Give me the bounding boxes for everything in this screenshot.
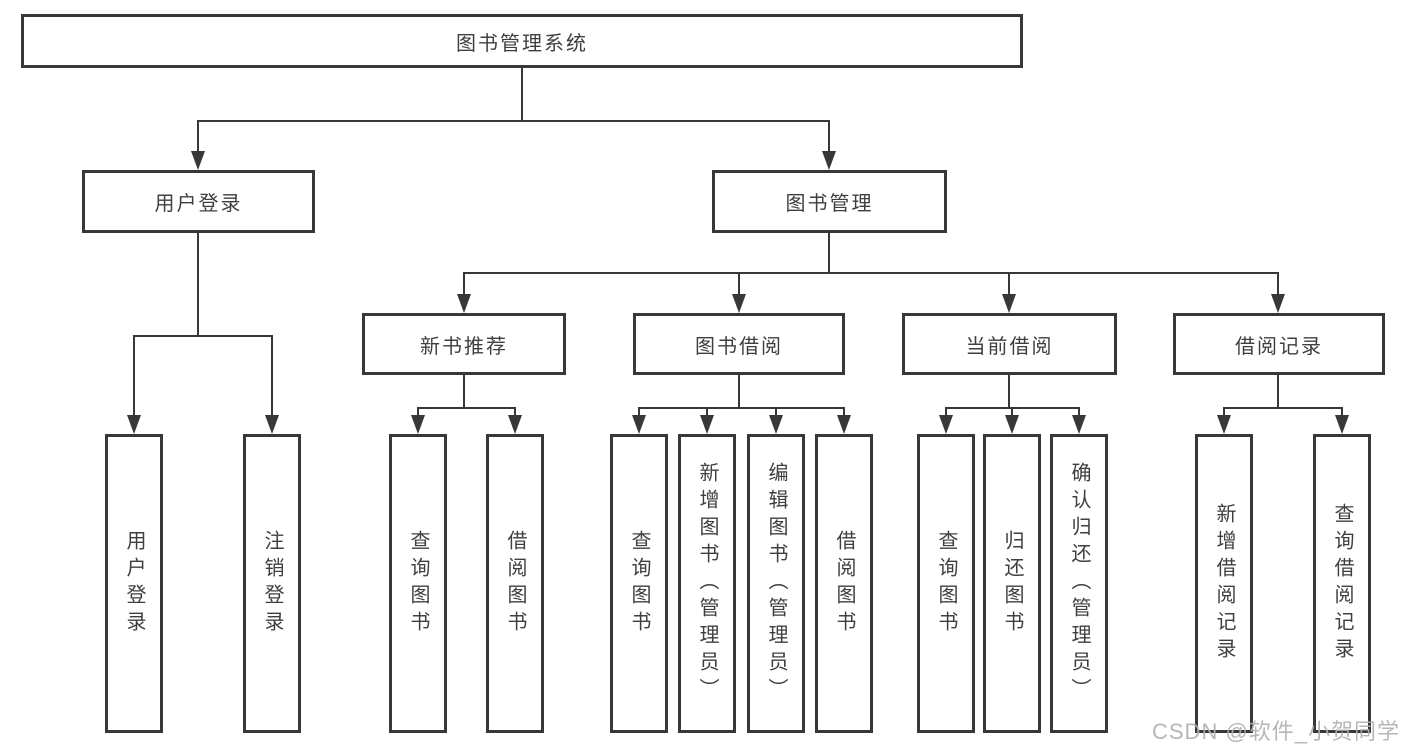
node-user-login: 用户登录 xyxy=(82,170,315,233)
connector-line xyxy=(1224,407,1343,409)
leaf-label: 确认归还（管理员） xyxy=(1068,462,1090,705)
connector-line xyxy=(417,407,419,417)
leaf-add-borrow-record: 新增借阅记录 xyxy=(1195,434,1253,733)
node-label: 当前借阅 xyxy=(965,335,1054,358)
connector-line xyxy=(639,407,845,409)
node-label: 用户登录 xyxy=(154,193,243,215)
watermark: CSDN @软件_小贺同学 xyxy=(1152,719,1401,744)
arrow-down-icon xyxy=(769,415,783,434)
connector-line xyxy=(738,272,740,296)
connector-line xyxy=(463,272,465,296)
connector-line xyxy=(197,120,199,153)
leaf-return-books: 归还图书 xyxy=(983,434,1041,733)
connector-line xyxy=(133,335,135,415)
connector-line xyxy=(1011,407,1013,417)
leaf-label: 用户登录 xyxy=(123,529,145,638)
node-label: 图书借阅 xyxy=(695,335,783,358)
leaf-edit-books-admin: 编辑图书（管理员） xyxy=(747,434,805,733)
connector-line xyxy=(775,407,777,417)
arrow-down-icon xyxy=(265,415,279,434)
leaf-query-borrow-records: 查询借阅记录 xyxy=(1313,434,1371,733)
leaf-label: 归还图书 xyxy=(1001,529,1023,638)
leaf-query-books: 查询图书 xyxy=(389,434,447,733)
connector-line xyxy=(1008,375,1010,407)
arrow-down-icon xyxy=(700,415,714,434)
arrow-down-icon xyxy=(732,294,746,313)
connector-line xyxy=(521,68,523,120)
leaf-add-books-admin: 新增图书（管理员） xyxy=(678,434,736,733)
arrow-down-icon xyxy=(508,415,522,434)
connector-line xyxy=(738,375,740,407)
connector-line xyxy=(1277,272,1279,296)
leaf-label: 编辑图书（管理员） xyxy=(765,462,787,705)
connector-line xyxy=(418,407,516,409)
leaf-label: 新增借阅记录 xyxy=(1213,502,1235,665)
arrow-down-icon xyxy=(1072,415,1086,434)
connector-line xyxy=(133,335,273,337)
arrow-down-icon xyxy=(127,415,141,434)
node-current-borrowing: 当前借阅 xyxy=(902,313,1117,375)
connector-line xyxy=(1223,407,1225,417)
node-label: 借阅记录 xyxy=(1235,335,1323,358)
connector-line xyxy=(706,407,708,417)
connector-line xyxy=(1078,407,1080,417)
leaf-label: 借阅图书 xyxy=(504,529,526,638)
arrow-down-icon xyxy=(632,415,646,434)
arrow-down-icon xyxy=(939,415,953,434)
node-label: 图书管理系统 xyxy=(456,32,588,55)
connector-line xyxy=(464,272,1279,274)
arrow-down-icon xyxy=(1271,294,1285,313)
connector-line xyxy=(1341,407,1343,417)
leaf-label: 新增图书（管理员） xyxy=(696,462,718,705)
leaf-borrow-books: 借阅图书 xyxy=(815,434,873,733)
node-library-management-system: 图书管理系统 xyxy=(21,14,1023,68)
node-book-management: 图书管理 xyxy=(712,170,947,233)
node-borrowing-records: 借阅记录 xyxy=(1173,313,1385,375)
node-book-borrowing: 图书借阅 xyxy=(633,313,845,375)
connector-line xyxy=(828,120,830,153)
connector-line xyxy=(198,120,830,122)
arrow-down-icon xyxy=(822,151,836,170)
leaf-user-login: 用户登录 xyxy=(105,434,163,733)
arrow-down-icon xyxy=(411,415,425,434)
arrow-down-icon xyxy=(1005,415,1019,434)
connector-line xyxy=(1008,272,1010,296)
connector-line xyxy=(638,407,640,417)
arrow-down-icon xyxy=(837,415,851,434)
leaf-label: 查询图书 xyxy=(628,529,650,638)
leaf-label: 查询图书 xyxy=(935,529,957,638)
leaf-logout: 注销登录 xyxy=(243,434,301,733)
leaf-confirm-return-admin: 确认归还（管理员） xyxy=(1050,434,1108,733)
connector-line xyxy=(271,335,273,415)
arrow-down-icon xyxy=(457,294,471,313)
arrow-down-icon xyxy=(1335,415,1349,434)
leaf-label: 查询借阅记录 xyxy=(1331,502,1353,665)
node-new-book-recommendation: 新书推荐 xyxy=(362,313,566,375)
connector-line xyxy=(463,375,465,407)
leaf-label: 注销登录 xyxy=(261,529,283,638)
connector-line xyxy=(514,407,516,417)
node-label: 新书推荐 xyxy=(420,335,508,358)
leaf-borrow-books: 借阅图书 xyxy=(486,434,544,733)
leaf-query-books: 查询图书 xyxy=(917,434,975,733)
connector-line xyxy=(828,233,830,272)
connector-line xyxy=(843,407,845,417)
arrow-down-icon xyxy=(191,151,205,170)
leaf-label: 借阅图书 xyxy=(833,529,855,638)
connector-line xyxy=(197,233,199,335)
arrow-down-icon xyxy=(1002,294,1016,313)
connector-line xyxy=(945,407,947,417)
arrow-down-icon xyxy=(1217,415,1231,434)
leaf-query-books: 查询图书 xyxy=(610,434,668,733)
connector-line xyxy=(1277,375,1279,407)
node-label: 图书管理 xyxy=(785,193,874,215)
leaf-label: 查询图书 xyxy=(407,529,429,638)
